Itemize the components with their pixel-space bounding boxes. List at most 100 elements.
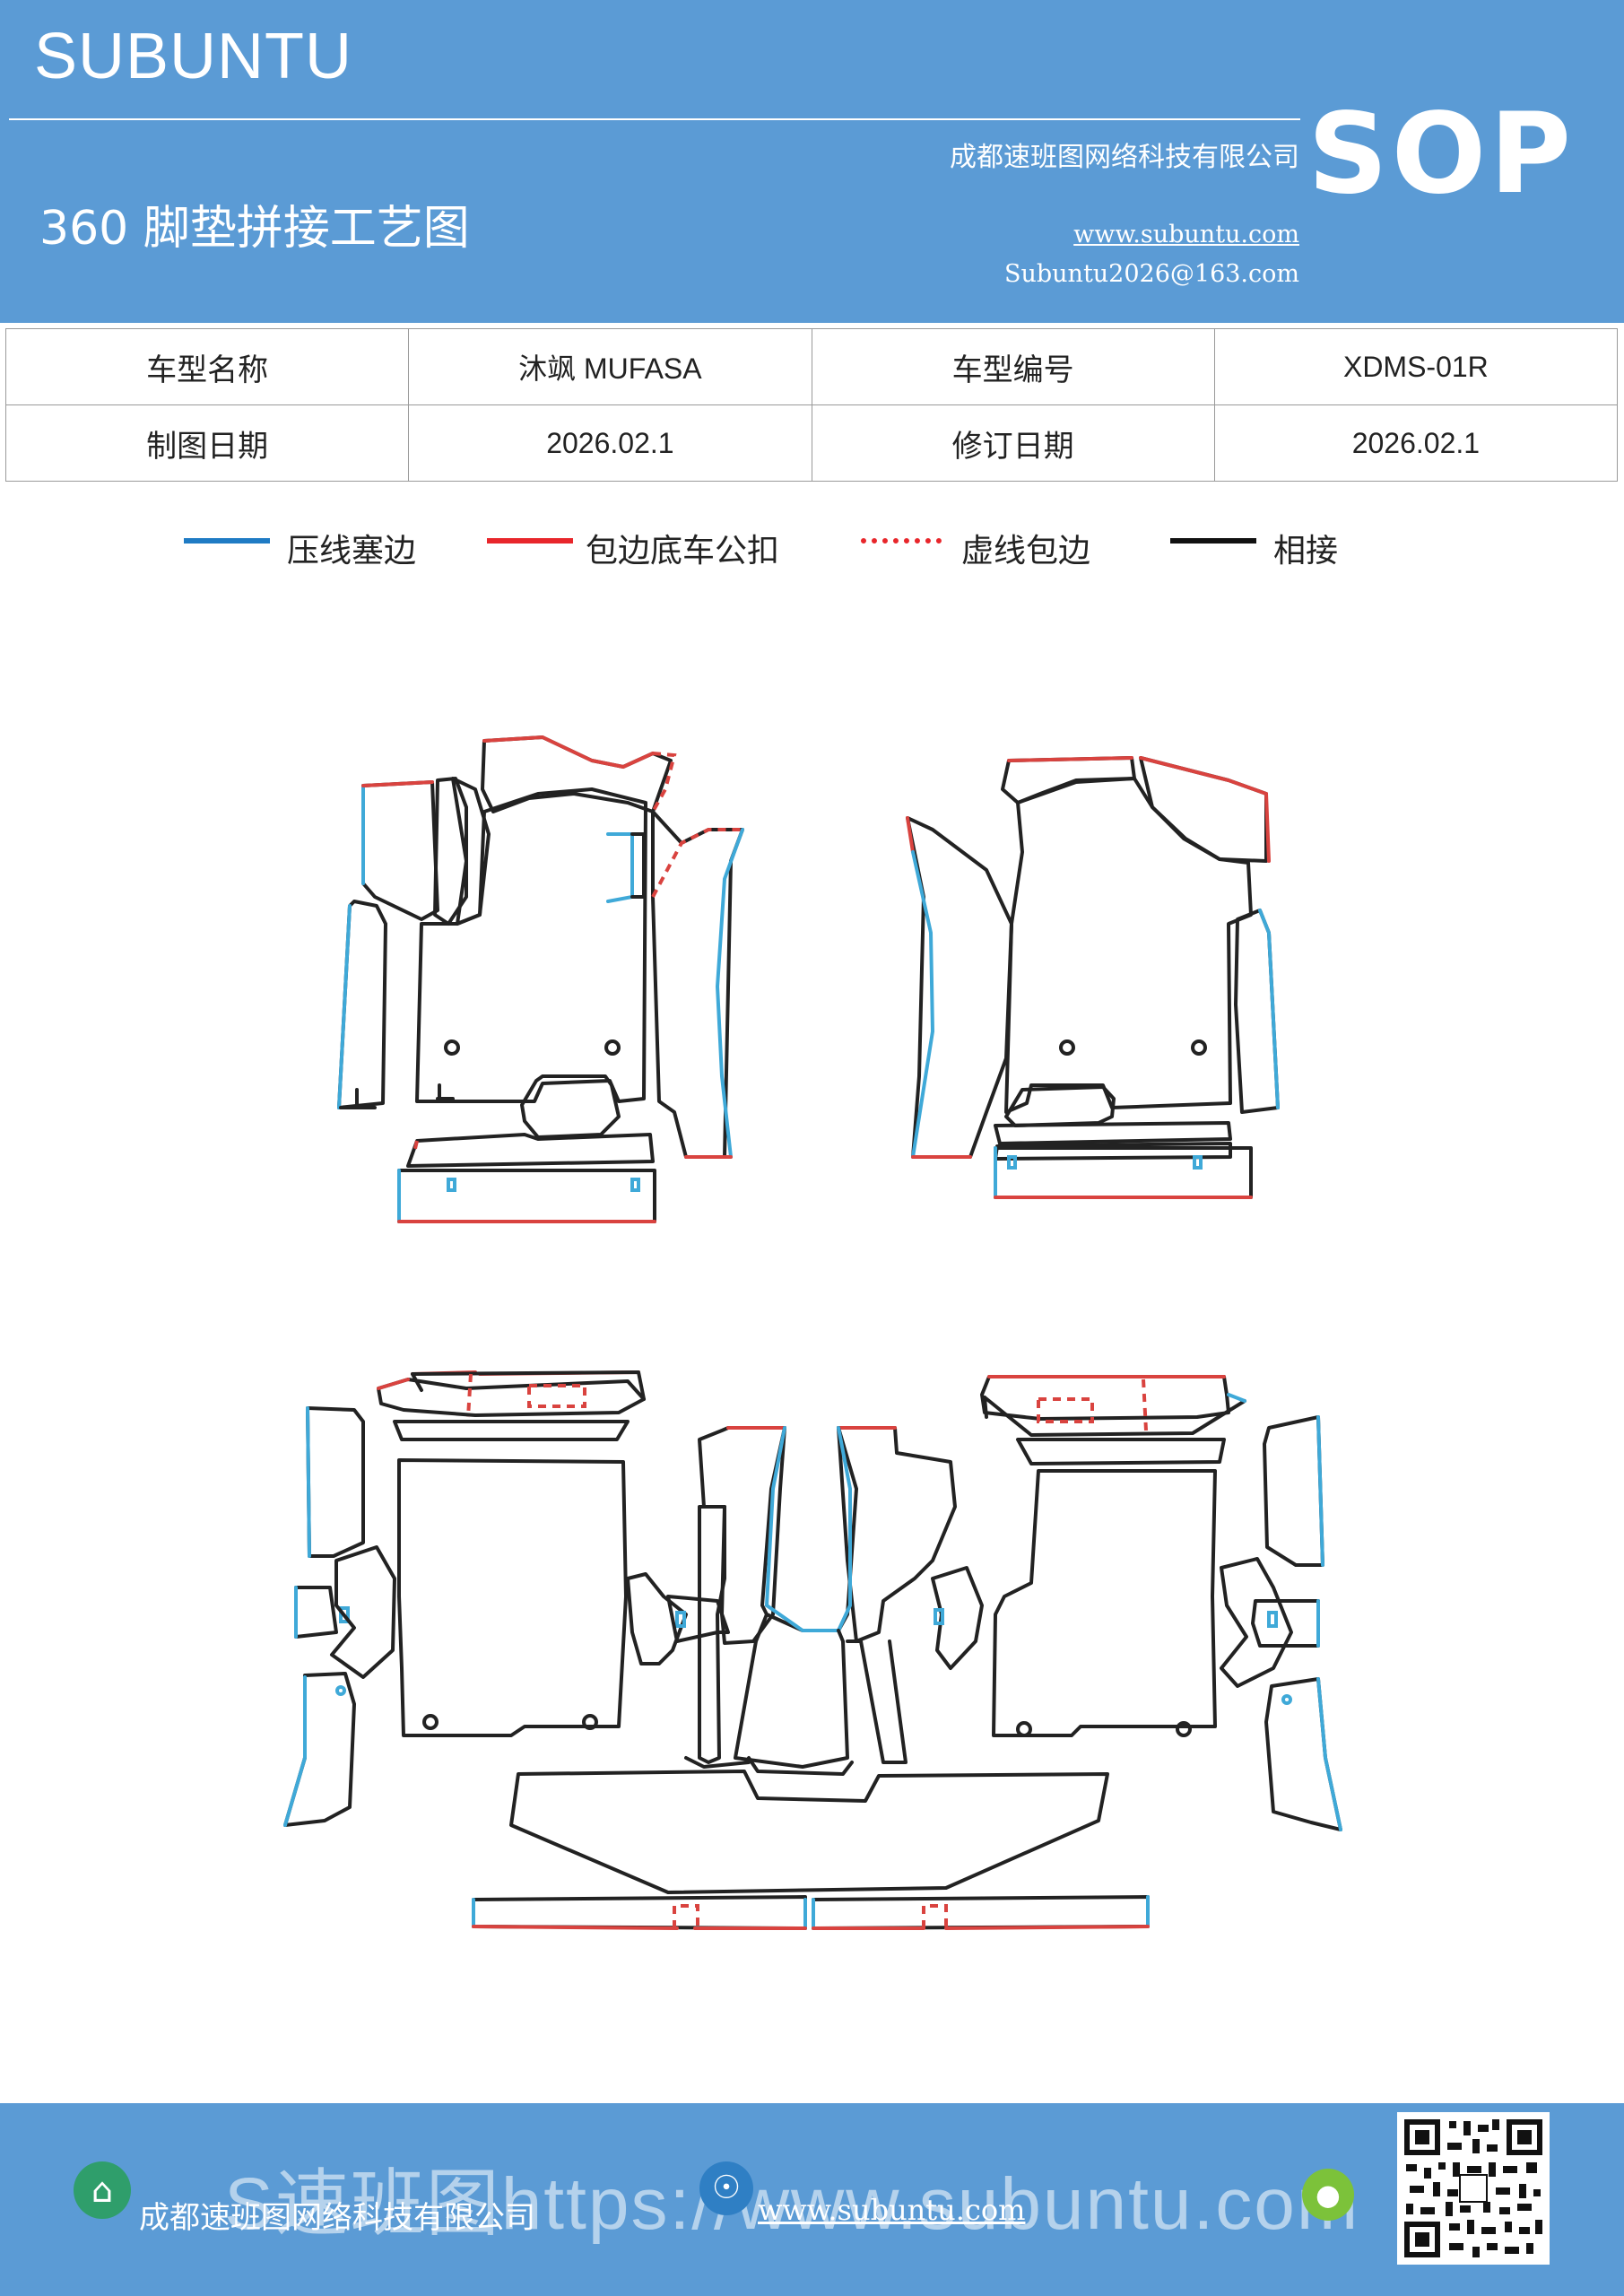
mat-piece bbox=[330, 1545, 396, 1679]
wrap-edge bbox=[1139, 756, 1271, 863]
dashed-wrap-edge bbox=[527, 1384, 586, 1408]
mat-piece bbox=[306, 1406, 365, 1558]
mat-hole bbox=[444, 1039, 460, 1056]
rear-center-mat-group bbox=[472, 1426, 1150, 1930]
mat-piece bbox=[1016, 1438, 1226, 1465]
mat-piece bbox=[1220, 1557, 1293, 1688]
mat-piece bbox=[812, 1895, 1150, 1930]
footer-website-link[interactable]: www.subuntu.com bbox=[758, 2193, 1026, 2227]
cut-mark bbox=[339, 1083, 455, 1109]
mat-piece bbox=[980, 1375, 1230, 1421]
mat-piece bbox=[294, 1586, 338, 1639]
mat-piece bbox=[931, 1566, 984, 1670]
clip-slot bbox=[335, 1685, 346, 1696]
clip-slot bbox=[1007, 1155, 1017, 1170]
mat-piece bbox=[626, 1572, 688, 1665]
mat-piece bbox=[406, 1133, 655, 1168]
dashed-wrap-edge bbox=[466, 1373, 473, 1418]
vehicle-info-table: 车型名称 沐飒 MUFASA 车型编号 XDMS-01R 制图日期 2026.0… bbox=[4, 328, 1619, 482]
clip-slot bbox=[1281, 1694, 1292, 1705]
press-edge bbox=[1227, 1393, 1246, 1403]
press-edge bbox=[606, 832, 634, 903]
clip-slot bbox=[339, 1606, 350, 1623]
mat-piece bbox=[983, 1396, 1246, 1437]
mat-piece bbox=[992, 1469, 1217, 1737]
mat-hole bbox=[1059, 1039, 1075, 1056]
wrap-edge bbox=[472, 1925, 807, 1930]
rear-right-mat-group bbox=[931, 1375, 1342, 1831]
revise-date-value: 2026.02.1 bbox=[1213, 404, 1619, 482]
draw-date-value: 2026.02.1 bbox=[408, 404, 812, 482]
mat-hole bbox=[582, 1714, 598, 1730]
legend-label: 包边底车公扣 bbox=[586, 533, 780, 570]
legend: 压线塞边 包边底车公扣 虚线包边 相接 bbox=[0, 525, 1624, 578]
press-edge bbox=[283, 1675, 307, 1827]
press-edge bbox=[812, 1895, 1150, 1930]
mat-piece bbox=[472, 1895, 807, 1930]
press-edge bbox=[911, 850, 935, 1159]
mat-piece bbox=[377, 1378, 646, 1417]
clip-slot bbox=[447, 1178, 456, 1192]
dashed-wrap-edge bbox=[922, 1904, 948, 1928]
mat-hole bbox=[1191, 1039, 1207, 1056]
mat-piece bbox=[747, 1756, 854, 1776]
email-address: Subuntu2026@163.com bbox=[1004, 260, 1299, 288]
mat-piece bbox=[698, 1505, 726, 1764]
mat-piece bbox=[520, 1074, 621, 1139]
wrap-edge bbox=[482, 735, 655, 770]
model-name-value: 沐飒 MUFASA bbox=[408, 328, 812, 405]
press-edge bbox=[337, 904, 352, 1109]
qr-code[interactable] bbox=[1397, 2112, 1550, 2265]
mat-piece bbox=[846, 1639, 908, 1764]
clip-slot bbox=[1193, 1155, 1203, 1170]
clip-slot bbox=[675, 1611, 686, 1628]
press-edge bbox=[1316, 1677, 1342, 1831]
model-name-label: 车型名称 bbox=[4, 328, 410, 405]
website-link[interactable]: www.subuntu.com bbox=[1073, 221, 1299, 248]
mat-piece bbox=[630, 832, 646, 899]
legend-swatch bbox=[861, 538, 942, 544]
dashed-wrap-edge bbox=[651, 828, 743, 898]
model-code-label: 车型编号 bbox=[811, 328, 1215, 405]
mat-hole bbox=[422, 1714, 439, 1730]
mat-piece bbox=[684, 1756, 751, 1769]
front-left-mat-group bbox=[337, 735, 744, 1223]
dashed-wrap-edge bbox=[1142, 1378, 1148, 1431]
footer-company: 成都速班图网络科技有限公司 bbox=[139, 2200, 535, 2236]
table-row: 车型名称 沐飒 MUFASA 车型编号 XDMS-01R bbox=[4, 328, 1619, 405]
dashed-wrap-edge bbox=[673, 1904, 699, 1928]
press-edge bbox=[764, 1426, 852, 1632]
page-title: 360 脚垫拼接工艺图 bbox=[39, 202, 470, 256]
company-name: 成都速班图网络科技有限公司 bbox=[950, 142, 1299, 173]
rear-left-mat-group bbox=[283, 1370, 730, 1827]
press-edge bbox=[472, 1898, 807, 1930]
mat-piece bbox=[411, 1370, 646, 1401]
legend-swatch bbox=[1170, 538, 1256, 544]
mat-piece bbox=[1264, 1677, 1342, 1831]
wrap-edge bbox=[361, 780, 434, 787]
header-banner bbox=[0, 0, 1624, 323]
mat-hole bbox=[1016, 1721, 1032, 1737]
building-icon: ⌂ bbox=[74, 2161, 131, 2219]
legend-swatch bbox=[487, 538, 573, 544]
mat-piece bbox=[397, 1169, 656, 1223]
mat-hole bbox=[1176, 1721, 1192, 1737]
clip-slot bbox=[630, 1178, 640, 1192]
table-row: 制图日期 2026.02.1 修订日期 2026.02.1 bbox=[4, 404, 1619, 482]
dashed-wrap-edge bbox=[413, 1140, 419, 1153]
model-code-value: XDMS-01R bbox=[1213, 328, 1619, 405]
mat-piece bbox=[906, 816, 1013, 1159]
legend-label: 相接 bbox=[1273, 533, 1339, 570]
mat-piece bbox=[283, 1672, 356, 1827]
legend-swatch bbox=[184, 538, 270, 544]
mat-piece bbox=[393, 1420, 630, 1441]
header-divider bbox=[9, 118, 1300, 120]
mat-piece bbox=[1263, 1415, 1324, 1567]
mat-piece bbox=[415, 787, 647, 1103]
clip-slot bbox=[1267, 1611, 1278, 1628]
wechat-icon: ● bbox=[1302, 2169, 1354, 2221]
draw-date-label: 制图日期 bbox=[4, 404, 410, 482]
front-right-mat-group bbox=[906, 756, 1280, 1199]
press-edge bbox=[1258, 909, 1280, 1109]
